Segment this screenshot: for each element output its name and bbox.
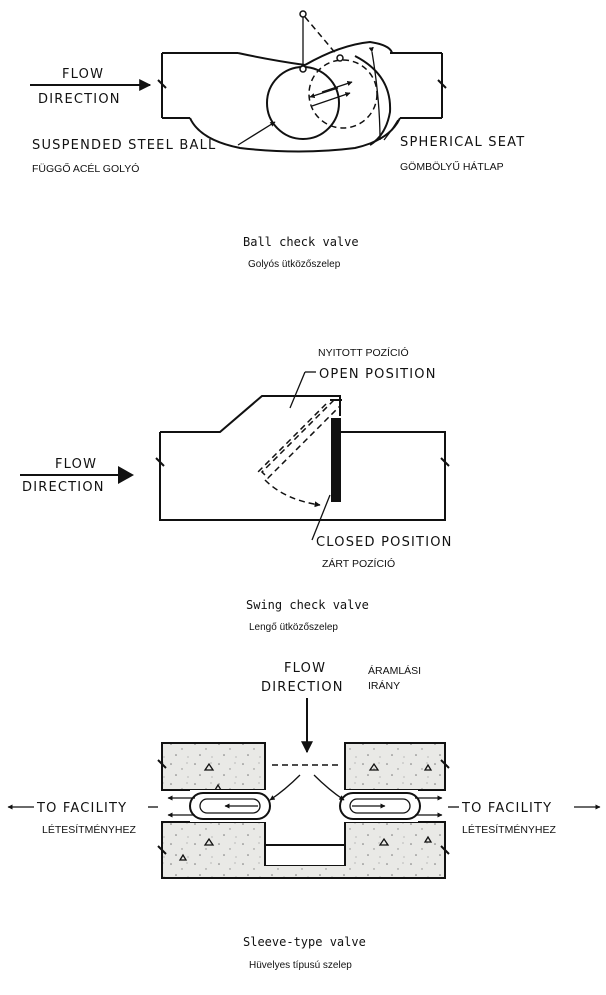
seat-label: SPHERICAL SEAT: [400, 135, 525, 150]
swing-caption-hu: Lengő ütközőszelep: [249, 622, 338, 633]
swing-pipe-right: [340, 431, 450, 521]
to-facility-right: TO FACILITY: [461, 801, 552, 816]
spherical-seat: [354, 55, 392, 146]
ball-body-bottom: [189, 117, 401, 153]
sleeve-caption: Sleeve-type valve: [243, 935, 366, 949]
concrete-right: [344, 742, 446, 791]
ball-label-hu: FÜGGŐ ACÉL GOLYÓ: [32, 161, 139, 175]
swing-disc-closed: [331, 418, 341, 502]
to-facility-left: TO FACILITY: [36, 801, 127, 816]
ball-pipe-left: [157, 53, 167, 118]
ball-check-valve: FLOW DIRECTION SUSPEND: [30, 10, 525, 270]
ball-body-top: [237, 40, 393, 67]
closed-label: CLOSED POSITION: [316, 535, 453, 550]
ball-label: SUSPENDED STEEL BALL: [32, 138, 216, 153]
sleeve-right: [339, 792, 421, 820]
to-facility-left-hu: LÉTESÍTMÉNYHEZ: [42, 823, 137, 836]
ball-caption-hu: Golyós ütközőszelep: [248, 259, 341, 270]
swing-flow-label-2: DIRECTION: [22, 480, 105, 495]
seat-label-hu: GÖMBÖLYŰ HÁTLAP: [400, 159, 504, 173]
concrete-left: [161, 742, 266, 791]
ball-pipe-right: [437, 53, 447, 118]
sleeve-type-valve: FLOW DIRECTION ÁRAMLÁSI IRÁNY: [7, 661, 601, 971]
swing-pipe-left: [155, 395, 341, 521]
sleeve-caption-hu: Hüvelyes típusú szelep: [249, 960, 352, 971]
swing-flow-label-1: FLOW: [55, 457, 97, 472]
closed-label-hu: ZÁRT POZÍCIÓ: [322, 557, 395, 570]
ball-flow-label-2: DIRECTION: [38, 92, 121, 107]
swing-check-valve: NYITOTT POZÍCIÓ OPEN POSITION FLOW DIREC…: [20, 346, 453, 633]
open-label-hu: NYITOTT POZÍCIÓ: [318, 346, 409, 359]
ball-flow-label-1: FLOW: [62, 67, 104, 82]
open-label: OPEN POSITION: [319, 367, 437, 382]
ball-caption: Ball check valve: [243, 235, 359, 249]
sleeve-flow-label-hu-2: IRÁNY: [368, 679, 400, 692]
swing-caption: Swing check valve: [246, 598, 369, 612]
swing-disc-open: [260, 399, 341, 480]
steel-ball: [266, 66, 340, 140]
to-facility-right-hu: LÉTESÍTMÉNYHEZ: [462, 823, 557, 836]
sleeve-flow-label-1: FLOW: [284, 661, 326, 676]
sleeve-left: [189, 792, 271, 820]
sleeve-flow-label-2: DIRECTION: [261, 680, 344, 695]
sleeve-flow-label-hu-1: ÁRAMLÁSI: [368, 664, 421, 677]
ball-pivot: [299, 10, 307, 18]
